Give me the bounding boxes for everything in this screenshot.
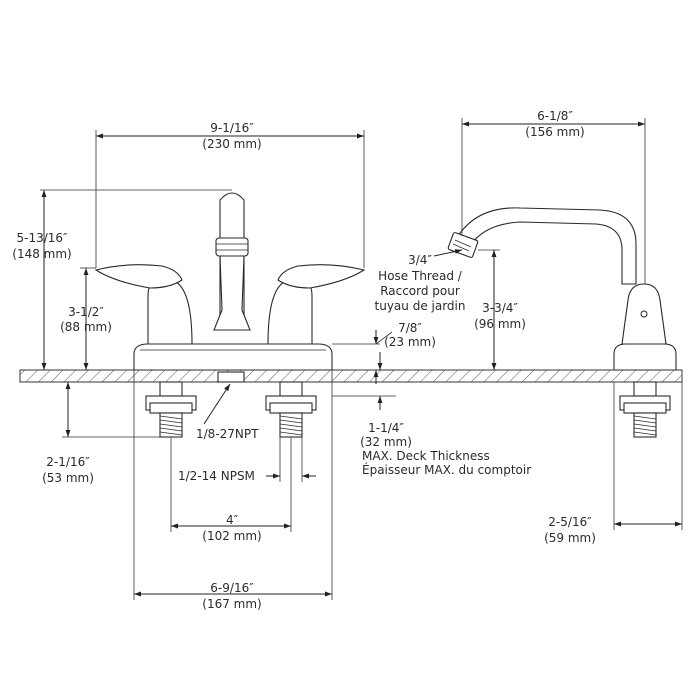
label-centers: 4″	[226, 513, 239, 527]
label-side-shank: 2-5/16″	[548, 515, 592, 529]
countertop	[19, 369, 683, 383]
label-hose-1: Hose Thread /	[378, 269, 463, 283]
label-spout-height: 3-3/4″	[482, 301, 518, 315]
dimension-lines	[40, 118, 683, 600]
faucet-side-view	[447, 207, 677, 438]
label-shank-length: 2-1/16″	[46, 455, 90, 469]
label-side-shank-mm: (59 mm)	[544, 531, 596, 545]
label-deck-thickness: 1-1/4″	[368, 421, 404, 435]
label-spout-reach-mm: (156 mm)	[525, 125, 584, 139]
label-handle-height-mm: (88 mm)	[60, 320, 112, 334]
label-centers-mm: (102 mm)	[202, 529, 261, 543]
label-hose-3: tuyau de jardin	[375, 299, 466, 313]
label-hose-2: Raccord pour	[380, 284, 460, 298]
label-total-height-mm: (148 mm)	[12, 247, 71, 261]
left-shank-threads	[159, 412, 183, 438]
label-deck-thickness-mm: (32 mm)	[360, 435, 412, 449]
label-base-height-mm: (23 mm)	[384, 335, 436, 349]
label-overall-width: 9-1/16″	[210, 121, 254, 135]
label-deck-1: MAX. Deck Thickness	[362, 449, 490, 463]
right-shank-threads	[279, 412, 303, 438]
label-supply-thread: 1/2-14 NPSM	[178, 469, 255, 483]
label-base-width-mm: (167 mm)	[202, 597, 261, 611]
label-aerator: 3/4″	[408, 253, 432, 267]
label-total-height: 5-13/16″	[16, 231, 68, 245]
label-base-height: 7/8″	[398, 321, 422, 335]
label-overall-width-mm: (230 mm)	[202, 137, 261, 151]
label-handle-height: 3-1/2″	[68, 305, 104, 319]
label-deck-2: Épaisseur MAX. du comptoir	[362, 462, 531, 477]
label-spout-reach: 6-1/8″	[537, 109, 573, 123]
label-base-width: 6-9/16″	[210, 581, 254, 595]
label-spout-height-mm: (96 mm)	[474, 317, 526, 331]
dimension-labels: 9-1/16″ (230 mm) 6-1/8″ (156 mm) 5-13/16…	[12, 109, 596, 611]
label-shank-length-mm: (53 mm)	[42, 471, 94, 485]
label-drain-thread: 1/8-27NPT	[196, 427, 259, 441]
faucet-front-view	[94, 192, 366, 438]
